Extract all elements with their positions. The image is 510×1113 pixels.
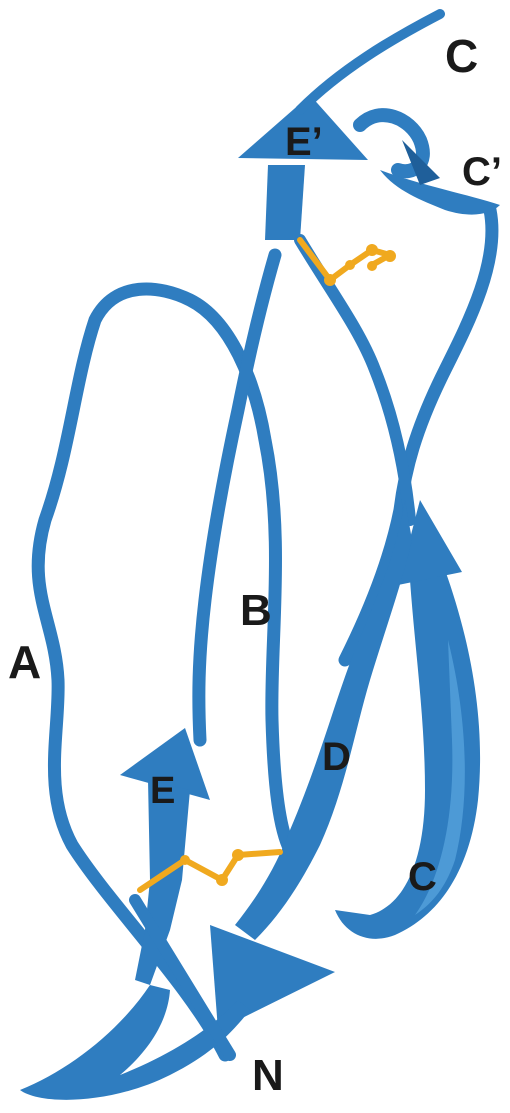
label-e-prime: E’ xyxy=(285,120,323,164)
label-b: B xyxy=(240,586,272,635)
disulfide-top-atom-5 xyxy=(367,261,377,271)
label-a: A xyxy=(8,636,41,688)
label-c-top: C xyxy=(445,30,478,82)
label-e: E xyxy=(150,770,175,812)
loop-b xyxy=(199,255,275,740)
disulfide-top-atom-3 xyxy=(366,244,378,256)
strand-e-prime-body xyxy=(265,165,305,240)
label-c-lower: C xyxy=(408,855,437,899)
disulfide-bond-top xyxy=(300,240,396,286)
disulfide-bottom-atom-1 xyxy=(180,855,190,865)
disulfide-bottom-atom-3 xyxy=(232,849,244,861)
disulfide-top-sticks xyxy=(300,240,390,280)
disulfide-top-atom-4 xyxy=(384,250,396,262)
disulfide-top-atom-1 xyxy=(324,274,336,286)
label-c-prime: C’ xyxy=(462,150,502,194)
disulfide-top-atom-2 xyxy=(345,260,355,270)
strand-b-tube xyxy=(199,255,275,740)
label-d: D xyxy=(322,735,351,779)
label-n: N xyxy=(252,1051,284,1100)
strand-e-prime-to-c xyxy=(300,14,440,110)
loop-e-prime-tail xyxy=(300,240,410,520)
disulfide-bottom-atom-2 xyxy=(216,874,228,886)
